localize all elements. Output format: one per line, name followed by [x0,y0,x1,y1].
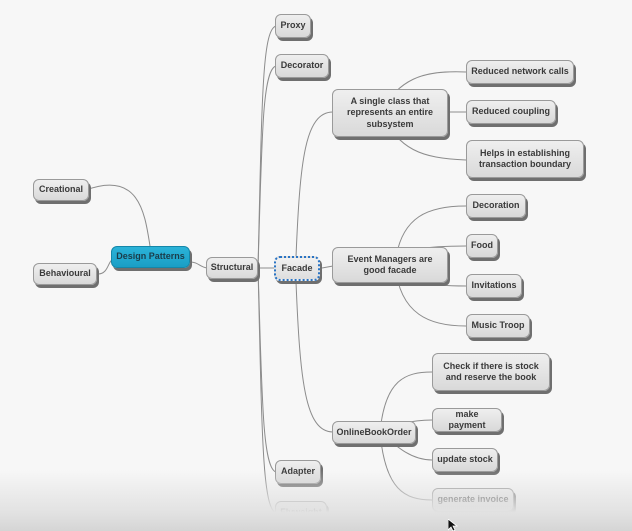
node-online-book-order[interactable]: OnlineBookOrder [332,421,416,444]
node-proxy-label: Proxy [280,20,306,31]
node-decoration[interactable]: Decoration [466,194,526,218]
node-structural[interactable]: Structural [206,257,258,279]
mouse-pointer-icon [448,519,459,531]
node-creational[interactable]: Creational [33,179,89,201]
node-generate-invoice-label: generate invoice [437,494,509,505]
node-reduced-coupling[interactable]: Reduced coupling [466,100,556,124]
node-music-troop-label: Music Troop [471,320,525,331]
node-design-patterns[interactable]: Design Patterns [111,246,190,268]
node-adapter[interactable]: Adapter [275,460,321,484]
node-transaction-boundary[interactable]: Helps in establishing transaction bounda… [466,140,584,178]
node-update-stock-label: update stock [437,454,493,465]
node-flyweight[interactable]: Flyweight [275,501,327,525]
node-single-class[interactable]: A single class that represents an entire… [332,89,448,137]
node-facade-label: Facade [281,262,313,273]
connector-creational [85,184,151,247]
node-check-stock[interactable]: Check if there is stock and reserve the … [432,353,550,391]
node-behavioural[interactable]: Behavioural [33,263,97,285]
connector-online-book-order [295,281,334,433]
node-reduced-coupling-label: Reduced coupling [471,106,550,117]
node-invitations[interactable]: Invitations [466,274,522,298]
node-reduced-network-calls[interactable]: Reduced network calls [466,60,574,84]
node-decoration-label: Decoration [472,200,520,211]
connector-decorator [257,65,277,269]
node-music-troop[interactable]: Music Troop [466,314,530,338]
node-design-patterns-label: Design Patterns [116,251,185,262]
node-generate-invoice[interactable]: generate invoice [432,488,514,512]
connector-single-class [295,111,334,258]
connector-structural [189,261,208,269]
node-facade[interactable]: Facade [274,256,320,281]
node-adapter-label: Adapter [280,466,315,477]
node-flyweight-label: Flyweight [280,507,322,518]
node-update-stock[interactable]: update stock [432,448,498,472]
node-invitations-label: Invitations [471,280,517,291]
node-behavioural-label: Behavioural [39,268,91,279]
node-decorator[interactable]: Decorator [275,54,329,78]
node-make-payment-label: make payment [448,408,486,430]
node-online-book-order-label: OnlineBookOrder [336,426,412,437]
node-single-class-label: A single class that represents an entire… [346,96,434,129]
connector-event-managers [321,265,334,269]
node-decorator-label: Decorator [280,60,324,71]
node-proxy[interactable]: Proxy [275,14,311,38]
connector-behavioural [97,259,113,275]
connector-flyweight [257,267,277,514]
node-food-label: Food [471,240,493,251]
node-event-managers-label: Event Managers are good facade [347,253,433,275]
node-event-managers[interactable]: Event Managers are good facade [332,247,448,283]
connector-check-stock [379,371,433,433]
node-creational-label: Creational [38,184,83,195]
node-make-payment[interactable]: make payment [432,408,502,432]
node-transaction-boundary-label: Helps in establishing transaction bounda… [478,147,571,169]
node-reduced-network-calls-label: Reduced network calls [471,66,569,77]
connector-proxy [257,25,277,269]
node-food[interactable]: Food [466,234,498,258]
node-structural-label: Structural [210,262,254,273]
node-check-stock-label: Check if there is stock and reserve the … [443,360,539,382]
